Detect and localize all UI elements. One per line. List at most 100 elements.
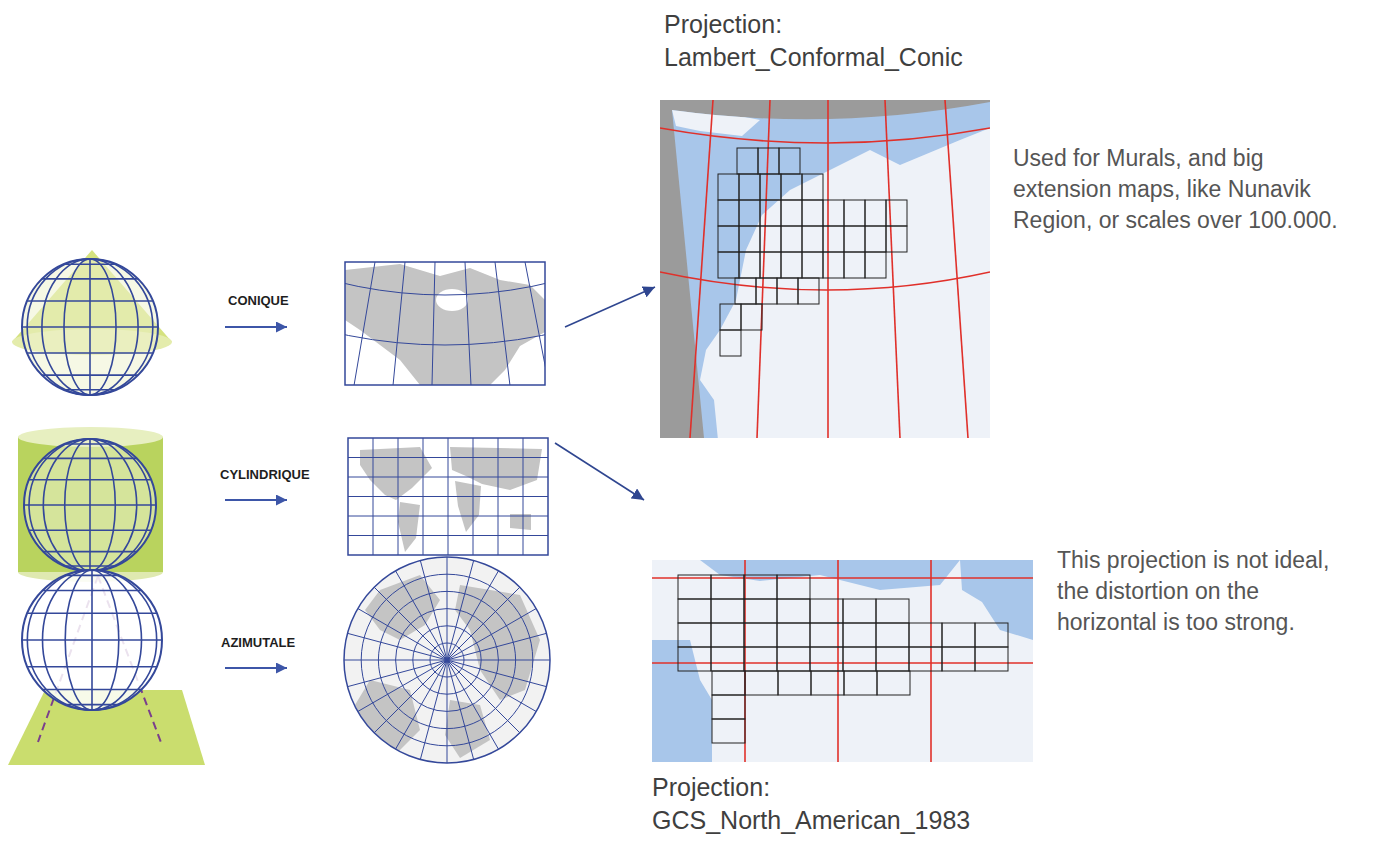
projection-type-label: AZIMUTALE	[221, 635, 295, 651]
map-tile	[843, 647, 876, 671]
map-tile	[760, 252, 781, 278]
map-tile	[739, 174, 760, 200]
map-tile	[712, 671, 745, 695]
map-meridian	[447, 660, 499, 749]
globe-meridian	[27, 259, 153, 395]
gcs-map	[652, 560, 1033, 762]
map-tile	[802, 226, 823, 252]
map-tile	[712, 719, 745, 743]
map-border	[348, 438, 548, 555]
map-tile	[744, 599, 777, 623]
map-tile	[781, 226, 802, 252]
note-text: This projection is not ideal, the distor…	[1057, 545, 1362, 638]
map-tile	[876, 647, 909, 671]
azimuthal-map	[344, 557, 550, 763]
map-meridian	[374, 587, 447, 660]
map-meridian	[348, 660, 447, 687]
map-tile	[802, 200, 823, 226]
map-tile	[756, 278, 777, 304]
map-tile	[886, 200, 907, 226]
note-block: Used for Murals, and big extension maps,…	[1013, 143, 1358, 236]
map-meridian	[447, 609, 536, 661]
projection-arrow	[555, 443, 644, 500]
map-tile	[909, 647, 942, 671]
globe-meridian	[65, 439, 116, 571]
projection-row: CONIQUE	[8, 250, 565, 395]
map-meridian	[447, 561, 474, 660]
map-tile	[718, 252, 739, 278]
map-meridian	[465, 262, 471, 385]
note-text: Used for Murals, and big extension maps,…	[1013, 143, 1358, 236]
map-tile	[942, 623, 975, 647]
land-mass	[445, 700, 490, 758]
projection-type-label: CONIQUE	[228, 293, 289, 309]
map-frame	[345, 262, 545, 385]
map-tile	[886, 226, 907, 252]
map-tile	[711, 647, 744, 671]
cylinder-figure	[18, 427, 163, 582]
globe-meridian	[65, 570, 119, 710]
map-parallel	[348, 535, 548, 536]
globe-meridian	[27, 570, 156, 710]
map-tile	[777, 599, 810, 623]
map-water	[960, 560, 1033, 640]
map-tile	[744, 623, 777, 647]
map-parallel	[348, 477, 548, 478]
map-meridian	[393, 262, 405, 385]
map-tile	[678, 623, 711, 647]
map-meridian	[525, 262, 545, 385]
projection-heading: Projection: Lambert_Conformal_Conic	[664, 8, 994, 74]
map-meridian	[447, 660, 520, 733]
projection-type-label: CYLINDRIQUE	[220, 467, 310, 483]
map-meridian	[348, 633, 447, 660]
map-meridian	[447, 587, 520, 660]
globe-meridian	[91, 570, 93, 710]
bay-water	[436, 289, 468, 311]
map-tile	[823, 200, 844, 226]
map-parallel	[345, 262, 545, 345]
map-tile	[877, 671, 910, 695]
graticule-meridian	[930, 560, 932, 762]
map-tile	[711, 623, 744, 647]
map-tile	[876, 623, 909, 647]
map-meridian	[374, 660, 447, 733]
map-tile	[844, 226, 865, 252]
map-meridian	[344, 660, 447, 661]
map-tile	[802, 174, 823, 200]
map-tile	[810, 599, 843, 623]
map-meridian	[447, 660, 550, 661]
globe-disc	[22, 570, 162, 710]
map-tile	[678, 575, 711, 599]
map-tile	[777, 647, 810, 671]
map-meridian	[420, 561, 447, 660]
map-tile	[739, 200, 760, 226]
map-meridian	[358, 660, 447, 712]
lambert-map	[660, 100, 990, 438]
map-tile	[720, 304, 741, 330]
graticule-meridian	[885, 100, 900, 438]
graticule-parallel	[660, 128, 990, 143]
globe-meridian	[64, 259, 116, 395]
step-arrow	[225, 326, 287, 328]
conic-globe	[22, 259, 158, 395]
map-tile	[711, 575, 744, 599]
map-tile	[781, 252, 802, 278]
map-land	[652, 560, 1033, 762]
map-tile	[942, 647, 975, 671]
map-meridian	[354, 262, 375, 385]
map-tile	[678, 647, 711, 671]
map-tile	[810, 623, 843, 647]
map-tile	[758, 148, 779, 174]
map-tile	[798, 278, 819, 304]
globe-meridian	[42, 259, 138, 395]
map-meridian	[420, 660, 447, 759]
map-tile	[739, 226, 760, 252]
step-arrow	[225, 499, 287, 501]
map-tile	[802, 252, 823, 278]
map-tile	[865, 252, 886, 278]
map-parallel	[345, 262, 545, 295]
map-tile	[865, 200, 886, 226]
map-tile	[876, 599, 909, 623]
cylinder-surface	[18, 437, 163, 572]
